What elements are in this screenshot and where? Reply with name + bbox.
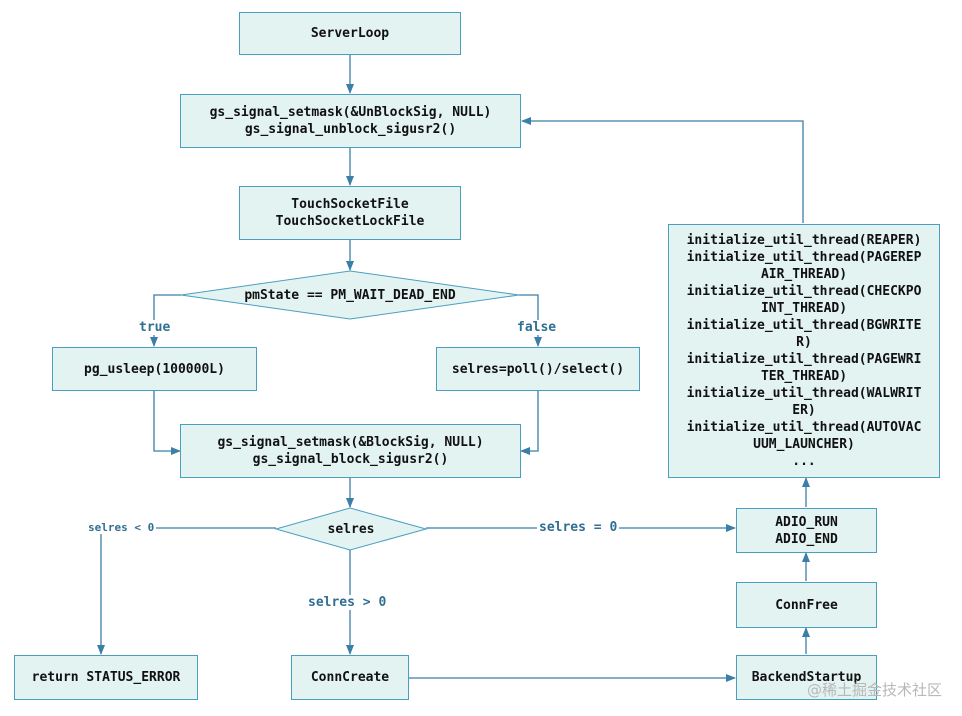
node-text-line: R) [796, 335, 812, 350]
selres-decision: selres [276, 508, 426, 550]
selres-diamond-shape [274, 507, 428, 551]
node-text-line: ER) [792, 403, 816, 418]
conn-free-box: ConnFree [736, 582, 877, 628]
backend-startup-box: BackendStartup [736, 655, 877, 700]
pmstate-diamond-shape [180, 270, 520, 320]
node-text-line: ADIO_RUN [775, 514, 838, 530]
return-error-box: return STATUS_ERROR [14, 655, 198, 700]
node-text-line: pg_usleep(100000L) [84, 361, 225, 377]
edge-label-selres-eq-zero: selres = 0 [537, 520, 620, 535]
node-text-line: INT_THREAD) [760, 301, 848, 316]
node-text-line: return STATUS_ERROR [31, 670, 181, 685]
node-text-line: TouchSocketFile [291, 197, 409, 212]
node-text-line: initialize_util_thread(PAGEREP [686, 250, 922, 265]
node-text-line: BackendStartup [751, 670, 862, 685]
pg-usleep-box: pg_usleep(100000L) [52, 347, 257, 391]
pmstate-decision: pmState == PM_WAIT_DEAD_END [181, 271, 519, 319]
node-text-line: initialize_util_thread(PAGEWRI [686, 352, 922, 367]
edge-usleep-to-block [153, 391, 181, 455]
node-text-line: initialize_util_thread(BGWRITE [686, 318, 922, 333]
node-text-line: ... [792, 454, 816, 469]
unblock-signal-box: gs_signal_setmask(&UnBlockSig, NULL) gs_s… [180, 94, 521, 148]
edge-selres-lt-zero [97, 527, 276, 655]
node-text-line: gs_signal_block_sigusr2() [252, 452, 449, 467]
pmstate-decision-label: pmState == PM_WAIT_DEAD_END [244, 287, 456, 303]
node-text-line: UUM_LAUNCHER) [753, 437, 855, 452]
node-text-line: initialize_util_thread(AUTOVAC [686, 420, 922, 435]
selres-poll-box: selres=poll()/select() [436, 347, 640, 391]
node-text-line: ConnCreate [310, 670, 390, 685]
selres-decision-label: selres [327, 521, 375, 537]
edge-label-selres-gt-zero: selres > 0 [306, 595, 389, 610]
edge-threads-to-unblock [521, 117, 804, 223]
node-text-line: gs_signal_unblock_sigusr2() [244, 122, 457, 137]
init-threads-box: initialize_util_thread(REAPER) initialize… [668, 224, 940, 478]
node-text-line: ADIO_END [775, 531, 838, 547]
node-text-line: initialize_util_thread(WALWRIT [686, 386, 922, 401]
node-text-line: ConnFree [775, 597, 838, 613]
conn-create-box: ConnCreate [291, 655, 409, 700]
node-text-line: initialize_util_thread(CHECKPO [686, 284, 922, 299]
node-text-line: gs_signal_setmask(&BlockSig, NULL) [217, 435, 484, 450]
node-text-line: initialize_util_thread(REAPER) [686, 233, 922, 248]
edge-label-selres-lt-zero: selres < 0 [86, 521, 157, 534]
edge-poll-to-block [520, 391, 539, 455]
node-text-line: TouchSocketLockFile [275, 214, 425, 229]
block-signal-box: gs_signal_setmask(&BlockSig, NULL) gs_sig… [180, 424, 521, 478]
node-text-line: gs_signal_setmask(&UnBlockSig, NULL) [209, 105, 492, 120]
edge-label-false: false [515, 320, 559, 335]
node-text-line: AIR_THREAD) [760, 267, 848, 282]
node-text-line: selres=poll()/select() [451, 361, 625, 377]
edge-label-true: true [137, 320, 173, 335]
server-loop-box: ServerLoop [239, 12, 461, 55]
node-text-line: TER_THREAD) [760, 369, 848, 384]
watermark: @稀土掘金技术社区 [806, 681, 942, 699]
node-text-line: ServerLoop [310, 26, 390, 41]
